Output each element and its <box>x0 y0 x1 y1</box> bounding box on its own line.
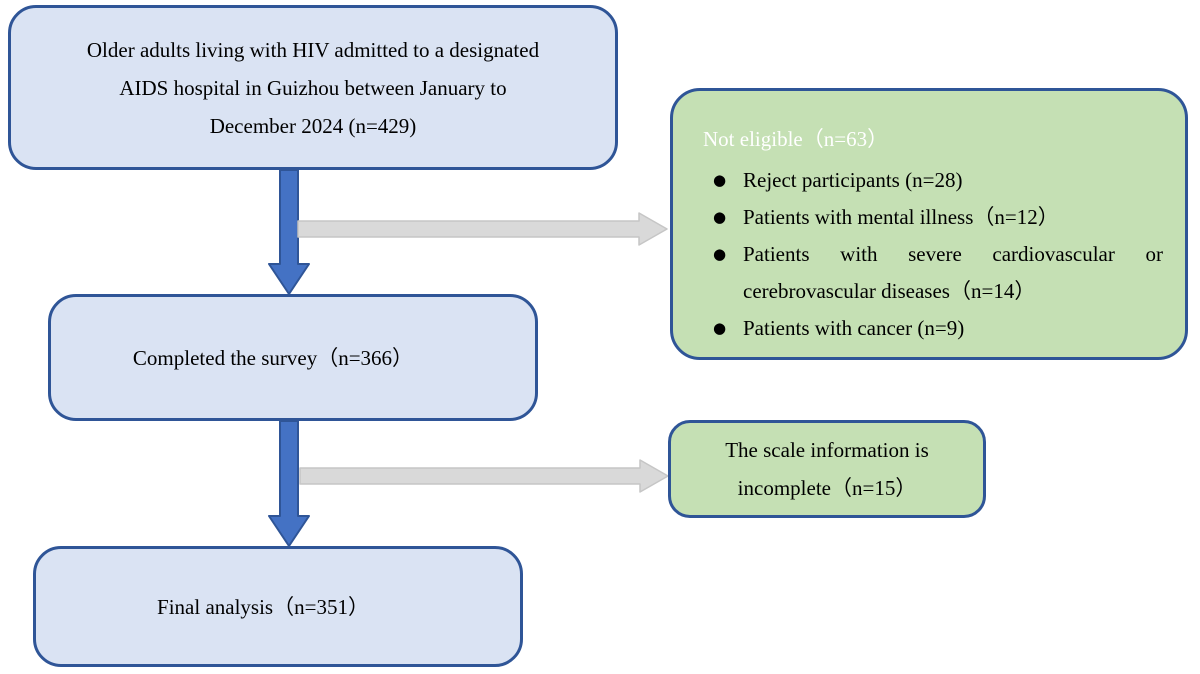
bullet-icon: ● <box>713 245 727 263</box>
down-arrow-icon <box>268 420 310 547</box>
list-item: ● Patients with cancer (n=9) <box>703 310 1163 347</box>
enrollment-text: Older adults living with HIV admitted to… <box>87 31 539 145</box>
bullet-icon: ● <box>713 319 727 337</box>
right-arrow-icon <box>299 459 669 493</box>
incomplete-line: The scale information is <box>725 438 929 462</box>
completed-survey-text: Completed the survey（n=366） <box>132 345 414 370</box>
right-arrow-icon <box>297 212 668 246</box>
enrollment-line: Older adults living with HIV admitted to… <box>86 37 540 62</box>
final-analysis-text: Final analysis（n=351） <box>157 594 369 619</box>
list-item: ● Reject participants (n=28) <box>703 162 1163 199</box>
completed-survey-box: Completed the survey（n=366） <box>48 294 538 421</box>
bullet-icon: ● <box>713 171 727 189</box>
list-item-label: Patients with severe cardiovascular or c… <box>743 242 1163 303</box>
list-item: ● Patients with severe cardiovascular or… <box>703 236 1163 310</box>
bullet-icon: ● <box>713 208 727 226</box>
enrollment-line: AIDS hospital in Guizhou between January… <box>119 75 507 100</box>
not-eligible-title: Not eligible（n=63） <box>703 127 889 151</box>
enrollment-box: Older adults living with HIV admitted to… <box>8 5 618 170</box>
list-item-label: Reject participants (n=28) <box>743 168 963 192</box>
down-arrow-icon <box>268 169 310 295</box>
list-item: ● Patients with mental illness（n=12） <box>703 199 1163 236</box>
incomplete-line: incomplete（n=15） <box>737 476 917 500</box>
final-analysis-box: Final analysis（n=351） <box>33 546 523 667</box>
incomplete-scale-box: The scale information is incomplete（n=15… <box>668 420 986 518</box>
enrollment-line: December 2024 (n=429) <box>209 113 417 138</box>
not-eligible-box: Not eligible（n=63） ● Reject participants… <box>670 88 1188 360</box>
list-item-label: Patients with mental illness（n=12） <box>743 205 1059 229</box>
list-item-label: Patients with cancer (n=9) <box>743 316 965 340</box>
